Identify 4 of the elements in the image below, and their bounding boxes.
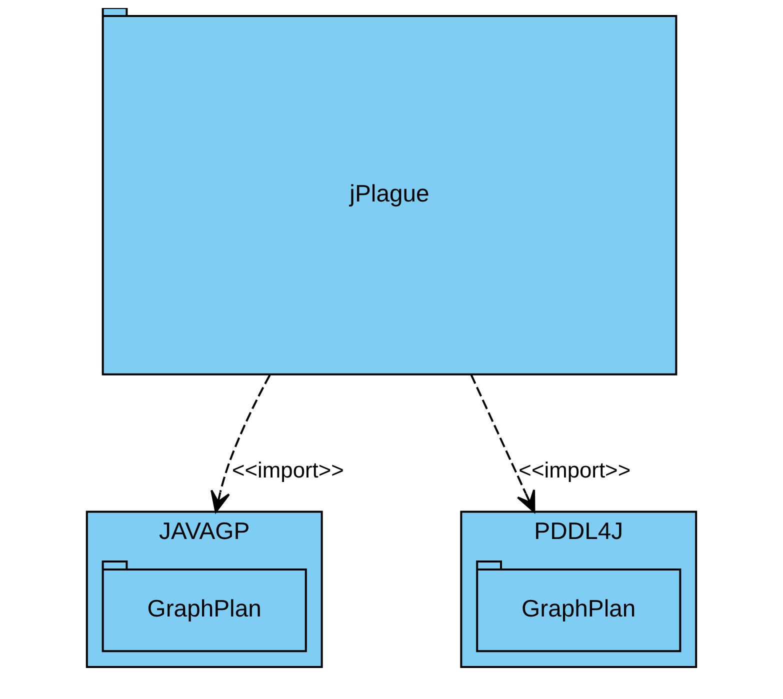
edge-label: <<import>> — [232, 458, 344, 483]
arrow — [470, 374, 536, 513]
edge-label: <<import>> — [518, 458, 631, 483]
arrow — [210, 374, 271, 513]
